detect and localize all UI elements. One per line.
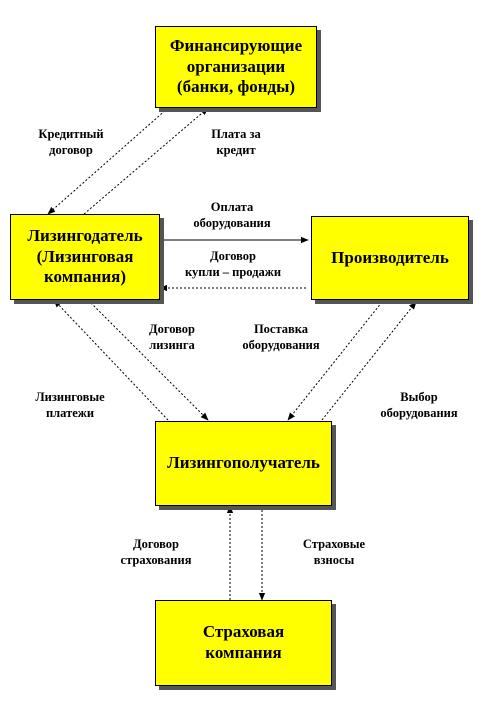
label-leasing-contract: Договор лизинга [148,322,196,352]
arrow-equipment-choice [321,301,417,421]
arrow-leasing-contract [87,299,209,421]
node-producer: Производитель [311,216,469,300]
label-credit-contract: Кредитный договор [38,127,104,157]
node-finance: Финансирующие организации (банки, фонды) [155,26,317,108]
label-insurance-fees: Страховые взносы [302,537,366,567]
label-equipment-delivery: Поставка оборудования [242,322,320,352]
label-leasing-payments: Лизинговые платежи [35,390,105,420]
node-insurer: Страховая компания [155,600,332,686]
node-lessor: Лизингодатель (Лизинговая компания) [10,214,160,300]
node-lessee: Лизингополучатель [155,421,332,506]
arrow-leasing-payments [53,299,169,421]
label-insurance-contract: Договор страхования [120,537,192,567]
label-equipment-payment: Оплата оборудования [193,200,271,230]
label-purchase-contract: Договор купли – продажи [184,249,282,279]
label-credit-payment: Плата за кредит [211,127,261,157]
arrow-credit-contract [47,107,169,215]
label-equipment-choice: Выбор оборудования [380,390,458,420]
arrow-equipment-delivery [287,301,383,421]
arrow-credit-payment [83,107,209,215]
